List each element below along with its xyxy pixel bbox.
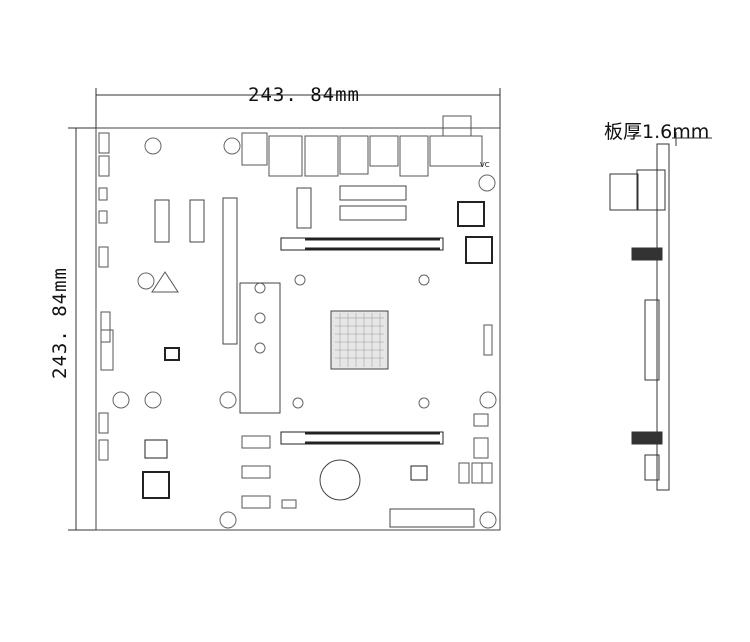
- rear-io-ports: [241, 115, 483, 177]
- side-view-board: [609, 132, 712, 491]
- cmos-battery: [319, 459, 361, 501]
- board-thickness-label: 板厚1.6mm: [604, 121, 710, 143]
- cpu-socket: [330, 310, 389, 370]
- memory-slots: [280, 237, 444, 445]
- board-width-label: 243. 84mm: [248, 84, 360, 106]
- atx-power-connector: [389, 508, 475, 528]
- width-dimension-line: [95, 88, 501, 130]
- vc-label: VC: [480, 161, 490, 169]
- chips: [142, 201, 493, 499]
- cpu-grid: [335, 313, 384, 367]
- board-outline: [95, 127, 501, 531]
- board-height-label: 243. 84mm: [49, 267, 71, 379]
- m2-slot: [239, 282, 281, 414]
- sata-connectors: [296, 185, 407, 229]
- pcie-slots: [154, 197, 238, 345]
- left-headers: [98, 132, 114, 461]
- height-dimension-line: [68, 127, 98, 531]
- mounting-holes: [112, 137, 497, 529]
- misc-headers: [151, 271, 493, 509]
